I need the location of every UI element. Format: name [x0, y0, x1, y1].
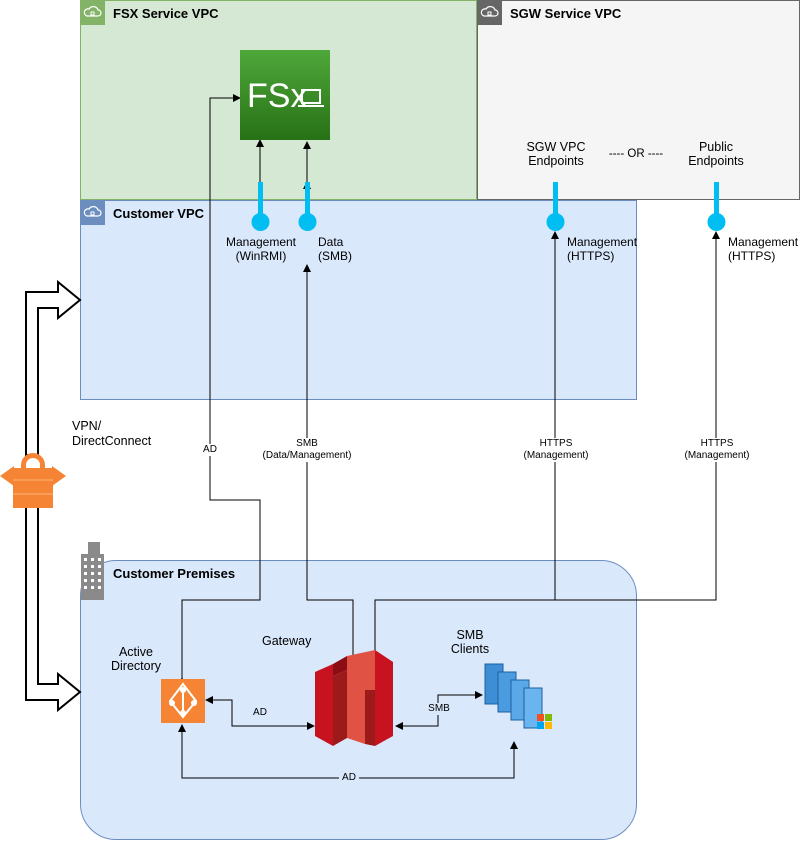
- ad-edge-label: AD: [200, 444, 220, 456]
- endpoint-pin-data: [298, 182, 317, 231]
- endpoint-pin-winrm: [251, 182, 270, 231]
- https-management-edge-label-1: HTTPS (Management): [520, 438, 592, 462]
- endpoint-pin-public: [707, 182, 726, 231]
- sgw-vpc-title: SGW Service VPC: [510, 6, 622, 21]
- active-directory-label: Active Directory: [110, 645, 161, 673]
- or-label: ---- OR ----: [608, 148, 664, 160]
- smb-data-connector: [303, 264, 354, 660]
- endpoint-pin-sgw-vpc: [546, 182, 565, 231]
- management-https-label-1: Management (HTTPS): [567, 235, 638, 263]
- cloud-icon: [80, 0, 105, 25]
- vpn-lock-icon: [0, 453, 66, 508]
- management-winrm-label: Management (WinRMI): [225, 235, 297, 263]
- vpn-arrow-top: [25, 279, 82, 456]
- fsx-icon: FSx: [240, 50, 330, 140]
- office-building-icon: [80, 540, 105, 600]
- ad-gateway-edge-label: AD: [250, 707, 270, 719]
- smb-clients-icon: [484, 663, 552, 729]
- active-directory-icon: [161, 679, 205, 723]
- svg-text:FSx: FSx: [247, 77, 307, 115]
- management-https-label-2: Management (HTTPS): [728, 235, 799, 263]
- public-endpoints-label: Public Endpoints: [688, 140, 744, 168]
- vpn-label: VPN/ DirectConnect: [72, 419, 152, 448]
- https-management-edge-label-2: HTTPS (Management): [681, 438, 753, 462]
- smb-clients-label: SMB Clients: [450, 628, 490, 656]
- storage-gateway-icon: [315, 650, 393, 746]
- ad-bottom-edge-label: AD: [339, 772, 359, 784]
- https-public-connector: [555, 231, 720, 601]
- https-vpc-connector: [374, 231, 559, 660]
- vpn-arrow-bottom: [25, 504, 82, 713]
- smb-clients-edge-label: SMB: [426, 703, 452, 715]
- sgw-vpc-endpoints-label: SGW VPC Endpoints: [526, 140, 586, 168]
- smb-data-management-edge-label: SMB (Data/Management): [258, 438, 356, 462]
- sgw-service-vpc: [477, 0, 800, 200]
- data-smb-label: Data (SMB): [318, 235, 352, 263]
- ad-connector: [178, 94, 261, 685]
- cloud-icon: [477, 0, 502, 25]
- customer-vpc: [80, 200, 637, 400]
- gateway-label: Gateway: [262, 634, 312, 648]
- cloud-icon: [80, 200, 105, 225]
- fsx-vpc-title: FSX Service VPC: [113, 6, 219, 21]
